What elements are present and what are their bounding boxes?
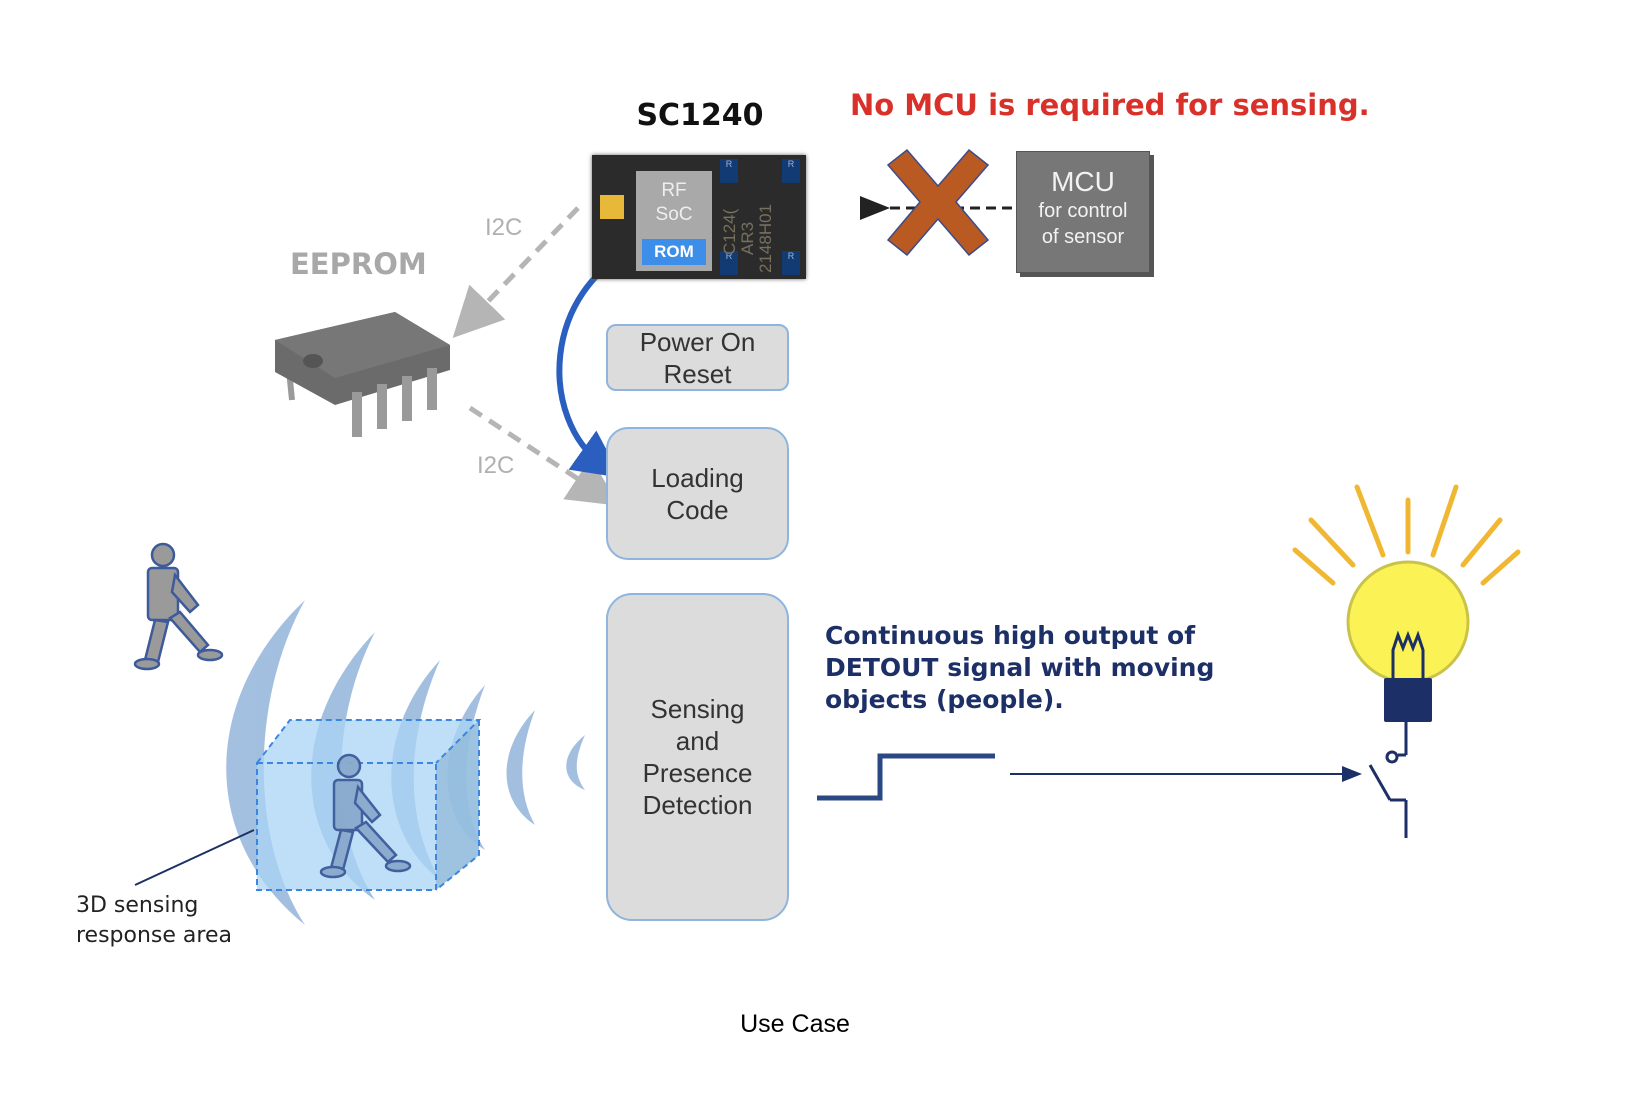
chip-pad-r4: R [782, 251, 800, 275]
device-title: SC1240 [636, 98, 764, 133]
sensing-area-label: 3D sensing response area [76, 891, 232, 951]
no-mcu-headline: No MCU is required for sensing. [850, 88, 1370, 122]
detout-line-2: DETOUT signal with moving [825, 653, 1215, 682]
switch-icon [1368, 716, 1408, 838]
chip-marking-3: 2148H01 [756, 203, 775, 273]
mcu-block: MCU for control of sensor [1016, 151, 1150, 273]
sensing-detection-step: Sensing and Presence Detection [606, 593, 789, 921]
detout-line-3: objects (people). [825, 685, 1064, 714]
i2c-label-lower: I2C [477, 452, 515, 479]
rom-badge: ROM [642, 239, 706, 265]
eeprom-chip-icon [275, 312, 450, 437]
eeprom-label: EEPROM [290, 247, 427, 281]
chip-pad-t [600, 195, 624, 219]
detout-line-1: Continuous high output of [825, 621, 1196, 650]
i2c-arrow-eeprom-to-loading [468, 405, 619, 506]
chip-pad-r3: R [720, 251, 738, 275]
i2c-label-upper: I2C [485, 214, 523, 241]
i2c-arrow-chip-to-eeprom [452, 206, 580, 338]
chip-pad-r1: R [720, 159, 738, 183]
sensing-area-line-1: 3D sensing [76, 893, 199, 918]
person-walking-icon [133, 542, 224, 671]
detout-signal-waveform [817, 753, 995, 801]
sensing-area-leader-line [134, 829, 255, 886]
mcu-title: MCU [1051, 166, 1115, 197]
detout-description: Continuous high output of DETOUT signal … [825, 620, 1214, 716]
mcu-subtitle-1: for control [1038, 200, 1128, 222]
chip-pad-r2: R [782, 159, 800, 183]
chip-marking-1: C124( [720, 208, 739, 255]
soc-label-soc: SoC [655, 204, 693, 225]
loading-code-step: Loading Code [606, 427, 789, 560]
figure-caption: Use Case [740, 1010, 850, 1038]
rf-soc-block: RF SoC ROM [636, 171, 712, 271]
cross-icon [886, 148, 990, 257]
power-on-reset-label: Power On Reset [639, 326, 756, 389]
chip-marking-2: AR3 [738, 221, 757, 255]
detected-person-icon [319, 753, 412, 879]
light-bulb-icon [1292, 484, 1521, 722]
sensing-detection-label: Sensing and Presence Detection [642, 694, 753, 820]
sc1240-chip: RF SoC ROM R R R R C124( AR3 2148H01 [592, 155, 806, 279]
sensing-area-line-2: response area [76, 923, 232, 948]
soc-label-rf: RF [661, 180, 687, 201]
mcu-subtitle-2: of sensor [1041, 226, 1125, 248]
loading-code-label: Loading Code [651, 462, 744, 525]
power-on-reset-step: Power On Reset [606, 324, 789, 391]
